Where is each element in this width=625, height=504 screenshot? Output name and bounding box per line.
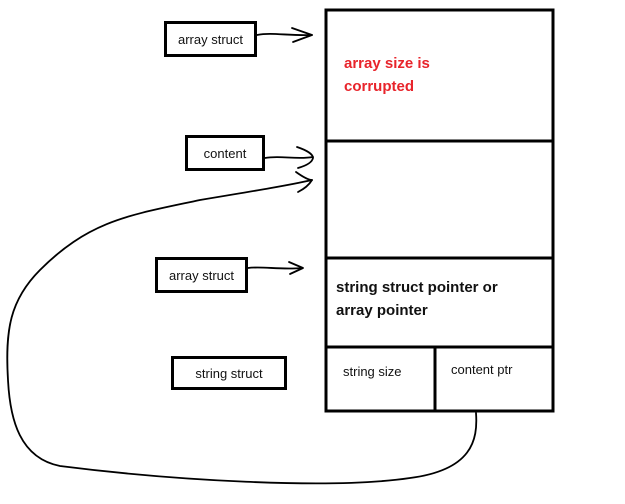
block1-warning-text: array size is corrupted xyxy=(344,52,430,98)
block1-line1: array size is xyxy=(344,55,430,72)
label-content-text: content xyxy=(203,145,247,161)
block1-line2: corrupted xyxy=(344,78,415,95)
memory-frame xyxy=(324,8,555,413)
label-array-struct-1: array struct xyxy=(164,21,257,57)
block3-text: string struct pointer or array pointer xyxy=(336,276,498,322)
label-array-struct-2: array struct xyxy=(155,257,248,293)
label-content: content xyxy=(185,135,265,171)
label-array-struct-1-text: array struct xyxy=(177,31,243,47)
arrow-array-struct-1 xyxy=(256,27,313,43)
label-string-struct-text: string struct xyxy=(195,365,263,381)
cell-string-size: string size xyxy=(343,364,402,379)
label-string-struct: string struct xyxy=(171,356,287,390)
content-ptr-loop-arrow xyxy=(6,171,478,485)
block3-line1: string struct pointer or xyxy=(336,279,498,296)
arrow-array-struct-2 xyxy=(247,261,304,275)
cell-content-ptr: content ptr xyxy=(451,362,513,377)
memory-column xyxy=(324,8,555,413)
arrow-content xyxy=(264,146,314,169)
label-array-struct-2-text: array struct xyxy=(168,267,234,283)
block3-line2: array pointer xyxy=(336,302,428,319)
